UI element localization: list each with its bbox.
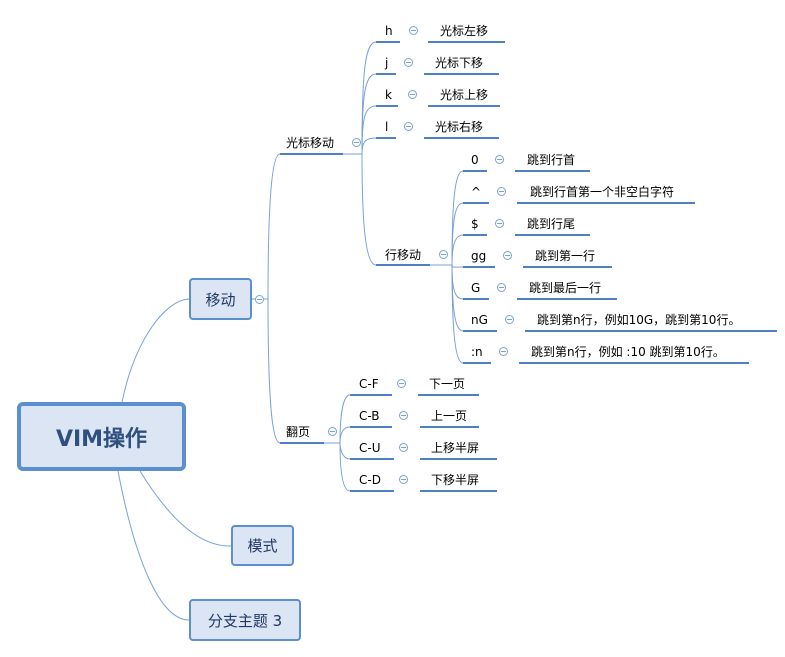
collapse-icon[interactable] [399,443,408,452]
collapse-icon[interactable] [497,283,506,292]
key-c-d[interactable]: C-D [359,473,381,487]
desc-l[interactable]: 光标右移 [435,120,484,134]
desc-c-b[interactable]: 上一页 [431,409,468,423]
key-j[interactable]: j [385,56,389,70]
root-topic[interactable]: VIM操作 [17,402,186,471]
topic-mode[interactable]: 模式 [231,525,294,566]
key-dollar[interactable]: $ [471,217,479,231]
collapse-icon[interactable] [404,122,413,131]
collapse-icon[interactable] [328,427,337,436]
key-c-b[interactable]: C-B [359,409,380,423]
key-gg[interactable]: gg [471,249,487,263]
topic-move-label: 移动 [205,290,236,309]
desc-dollar[interactable]: 跳到行尾 [527,217,576,231]
desc-G[interactable]: 跳到最后一行 [529,281,602,295]
subtopic-line-move[interactable]: 行移动 [385,248,422,262]
topic-mode-label: 模式 [247,537,278,555]
collapse-icon[interactable] [255,295,264,304]
topic-branch-3-label: 分支主题 3 [207,611,283,630]
desc-k[interactable]: 光标上移 [440,88,489,102]
collapse-icon[interactable] [503,251,512,260]
topic-move[interactable]: 移动 [189,278,252,320]
key-c-f[interactable]: C-F [359,377,379,391]
key-c-u[interactable]: C-U [359,441,381,455]
desc-h[interactable]: 光标左移 [440,24,489,38]
collapse-icon[interactable] [439,250,448,259]
key-l[interactable]: l [385,120,389,134]
topic-branch-3[interactable]: 分支主题 3 [189,599,301,641]
desc-gg[interactable]: 跳到第一行 [535,249,596,263]
collapse-icon[interactable] [505,315,514,324]
desc-c-f[interactable]: 下一页 [429,377,466,391]
desc-caret[interactable]: 跳到行首第一个非空白字符 [530,185,675,199]
collapse-icon[interactable] [404,58,413,67]
desc-c-d[interactable]: 下移半屏 [431,473,480,487]
key-caret[interactable]: ^ [471,185,482,199]
desc-j[interactable]: 光标下移 [435,56,484,70]
collapse-icon[interactable] [399,475,408,484]
collapse-icon[interactable] [399,411,408,420]
key-nG[interactable]: nG [471,313,488,327]
desc-c-u[interactable]: 上移半屏 [431,441,480,455]
key-colon-n[interactable]: :n [471,345,483,359]
root-topic-label: VIM操作 [55,426,148,452]
collapse-icon[interactable] [352,138,361,147]
collapse-icon[interactable] [409,26,418,35]
subtopic-cursor-move[interactable]: 光标移动 [286,136,335,150]
collapse-icon[interactable] [495,155,504,164]
desc-0[interactable]: 跳到行首 [527,153,576,167]
collapse-icon[interactable] [397,379,406,388]
key-0[interactable]: 0 [471,153,479,167]
subtopic-page[interactable]: 翻页 [286,425,311,439]
collapse-icon[interactable] [495,219,504,228]
key-h[interactable]: h [385,24,393,38]
desc-nG[interactable]: 跳到第n行，例如10G，跳到第10行。 [537,313,741,327]
collapse-icon[interactable] [499,347,508,356]
collapse-icon[interactable] [497,187,506,196]
key-k[interactable]: k [385,88,392,102]
desc-colon-n[interactable]: 跳到第n行，例如 :10 跳到第10行。 [531,345,725,359]
key-G[interactable]: G [471,281,481,295]
collapse-icon[interactable] [408,90,417,99]
